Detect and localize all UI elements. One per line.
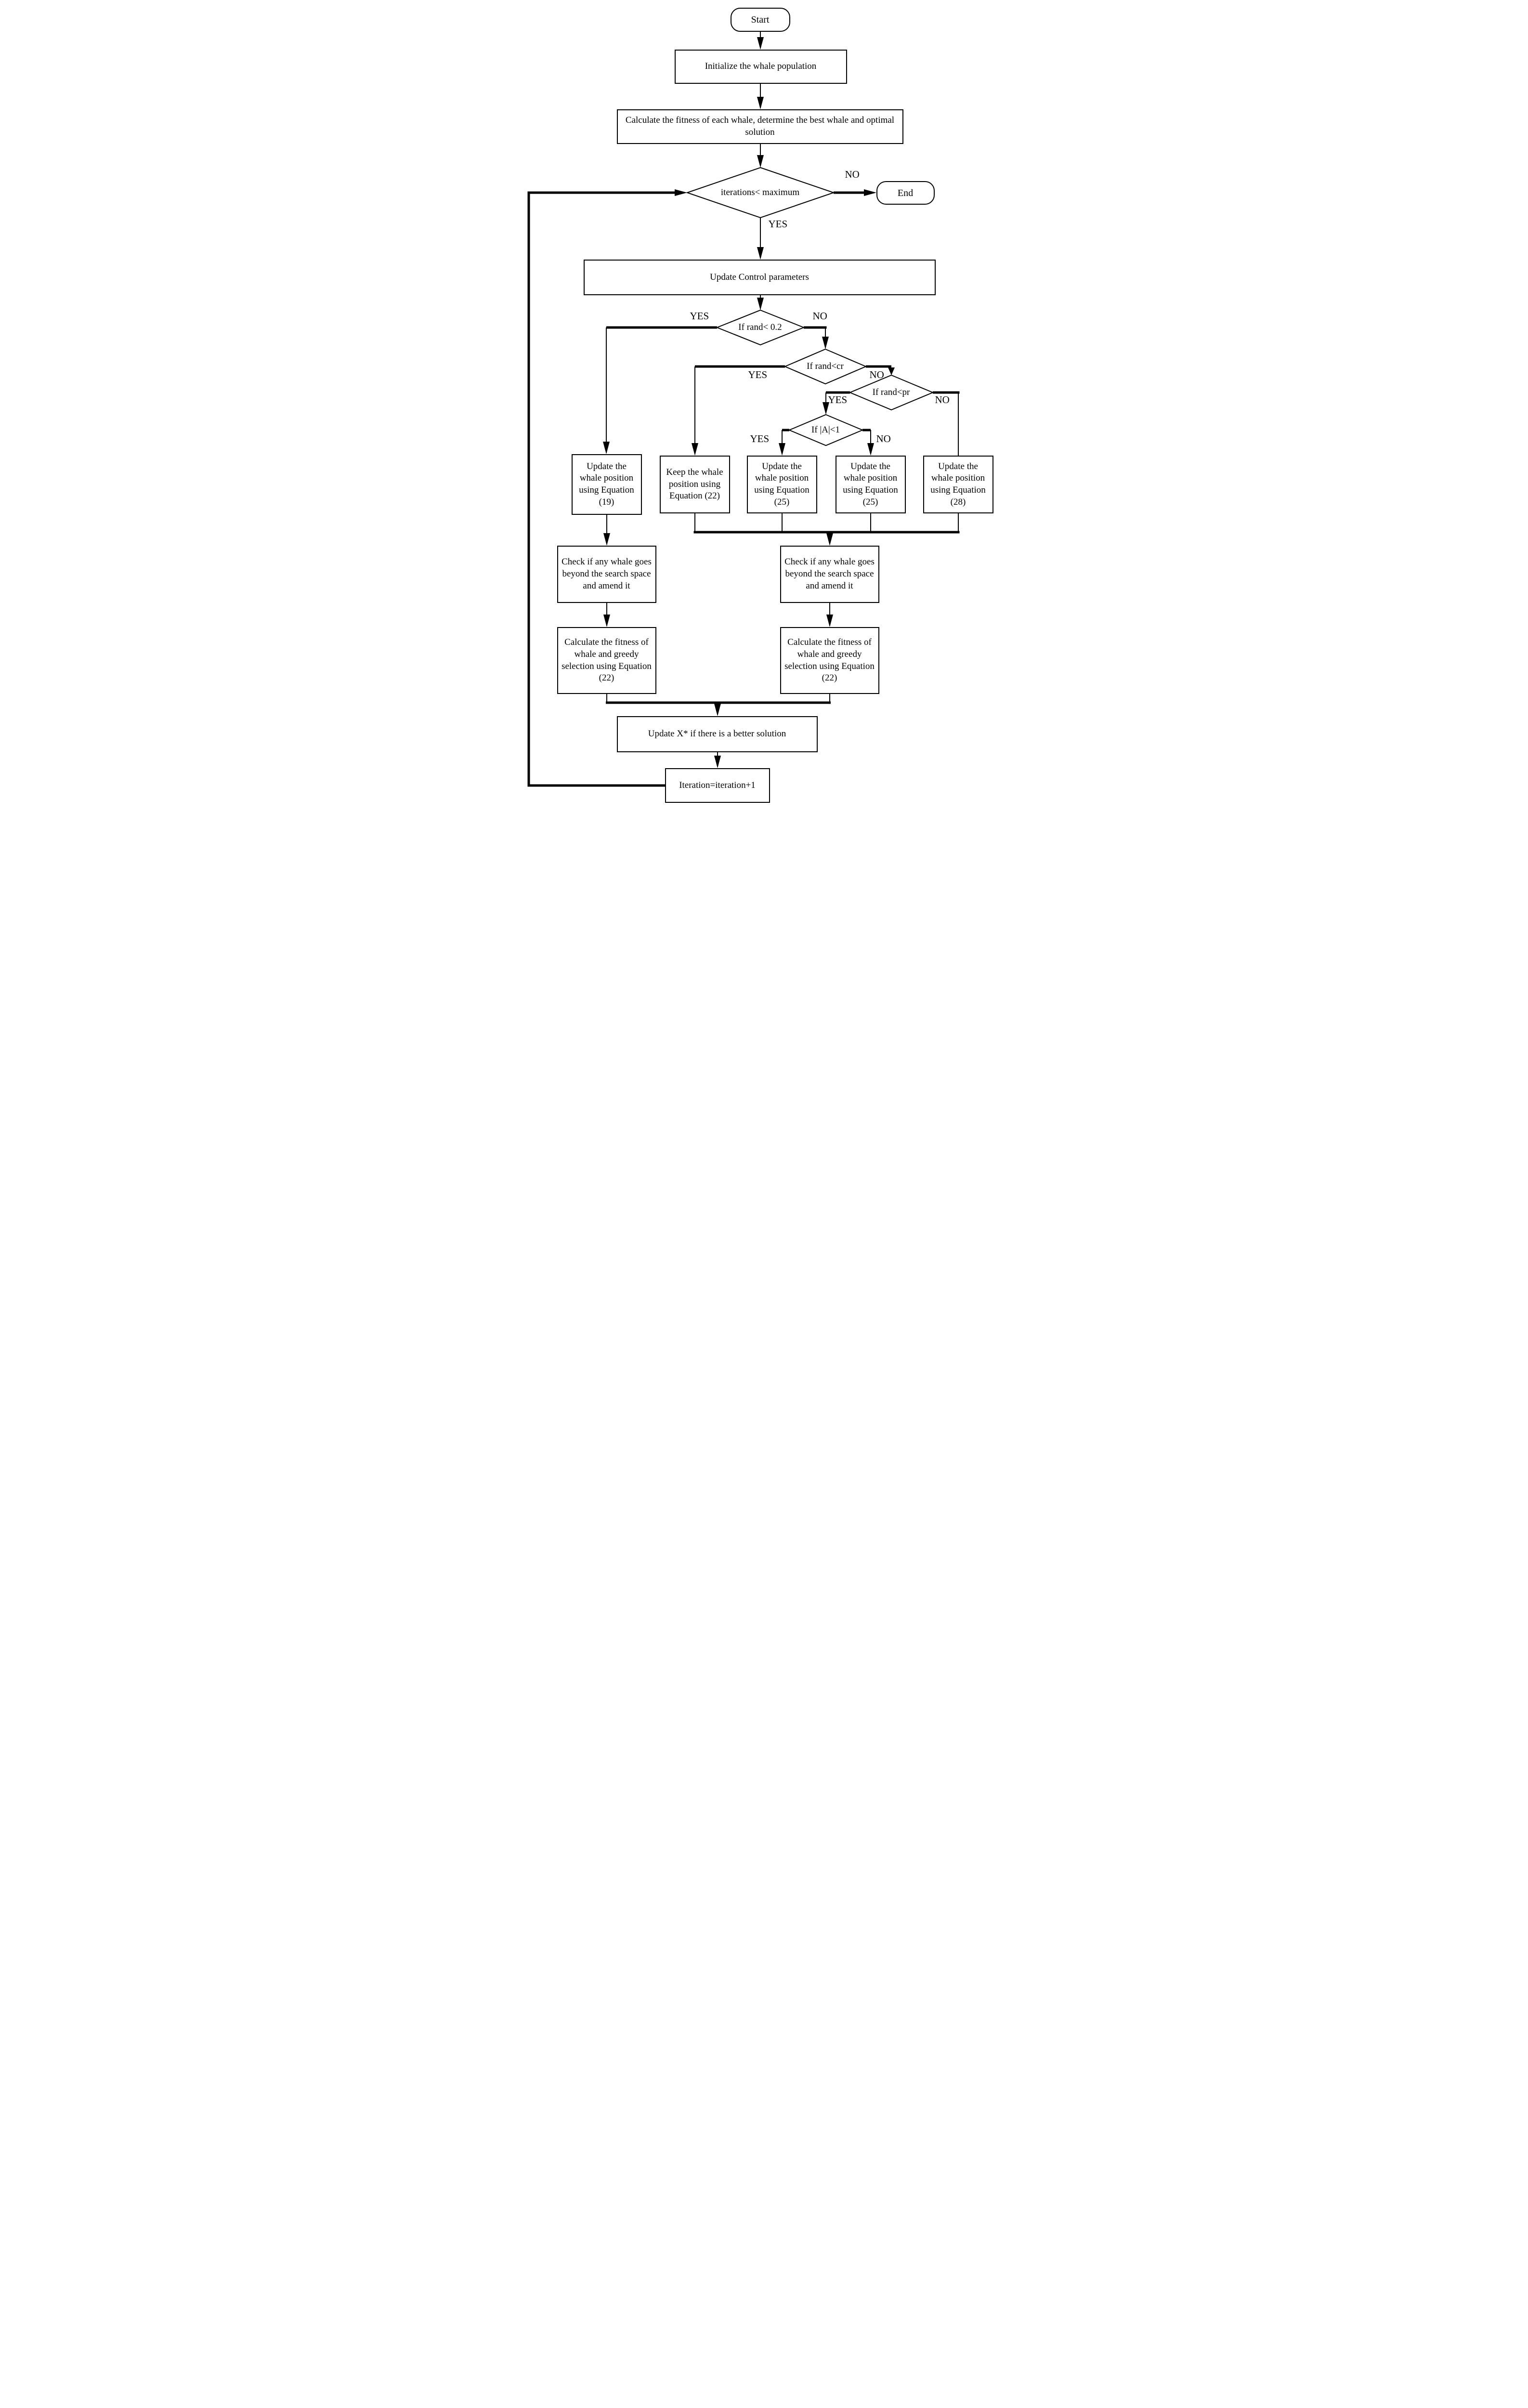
iteration-increment-node: Iteration=iteration+1 [665, 768, 770, 803]
rand02-decision-label: If rand< 0.2 [738, 322, 782, 332]
start-node: Start [730, 8, 790, 32]
update-xstar-node: Update X* if there is a better solution [616, 716, 818, 752]
flowchart-wires [527, 32, 959, 787]
randpr-yes-label: YES [828, 394, 848, 406]
randpr-decision-label: If rand<pr [872, 387, 910, 397]
calculate-fitness-node: Calculate the fitness of each whale, det… [616, 109, 903, 144]
iteration-decision-shape [685, 167, 835, 219]
update-position-eq25-no-node: Update the whale position using Equation… [835, 456, 906, 513]
check-search-space-left-node: Check if any whale goes beyond the searc… [557, 546, 656, 603]
iteration-decision-label: iterations< maximum [720, 187, 800, 197]
absa-no-label: NO [876, 433, 891, 445]
update-position-eq19-node: Update the whale position using Equation… [571, 454, 642, 515]
update-position-eq28-node: Update the whale position using Equation… [923, 456, 993, 513]
initialize-population-node: Initialize the whale population [674, 50, 847, 84]
rand02-no-label: NO [812, 310, 827, 322]
iteration-yes-label: YES [768, 218, 788, 230]
randcr-yes-label: YES [748, 369, 768, 380]
randcr-no-label: NO [869, 369, 884, 380]
greedy-selection-left-node: Calculate the fitness of whale and greed… [557, 627, 656, 694]
rand02-yes-label: YES [690, 310, 709, 322]
greedy-selection-right-node: Calculate the fitness of whale and greed… [780, 627, 879, 694]
decision-diamonds [685, 167, 934, 446]
update-control-parameters-node: Update Control parameters [583, 260, 936, 295]
update-position-eq25-yes-node: Update the whale position using Equation… [746, 456, 817, 513]
randpr-no-label: NO [935, 394, 950, 406]
rand02-decision-shape [715, 309, 805, 346]
iteration-no-label: NO [845, 169, 860, 180]
absa-decision-shape [787, 414, 864, 446]
randpr-decision-shape [848, 374, 934, 411]
randcr-decision-label: If rand<cr [807, 361, 844, 371]
keep-position-eq22-node: Keep the whale position using Equation (… [659, 456, 730, 513]
absa-yes-label: YES [750, 433, 770, 445]
arrowheads [602, 37, 895, 768]
absa-decision-label: If |A|<1 [811, 424, 840, 435]
check-search-space-right-node: Check if any whale goes beyond the searc… [780, 546, 879, 603]
flowchart-canvas: Start Initialize the whale population Ca… [509, 0, 1019, 836]
end-node: End [876, 181, 935, 205]
randcr-decision-shape [783, 348, 867, 385]
